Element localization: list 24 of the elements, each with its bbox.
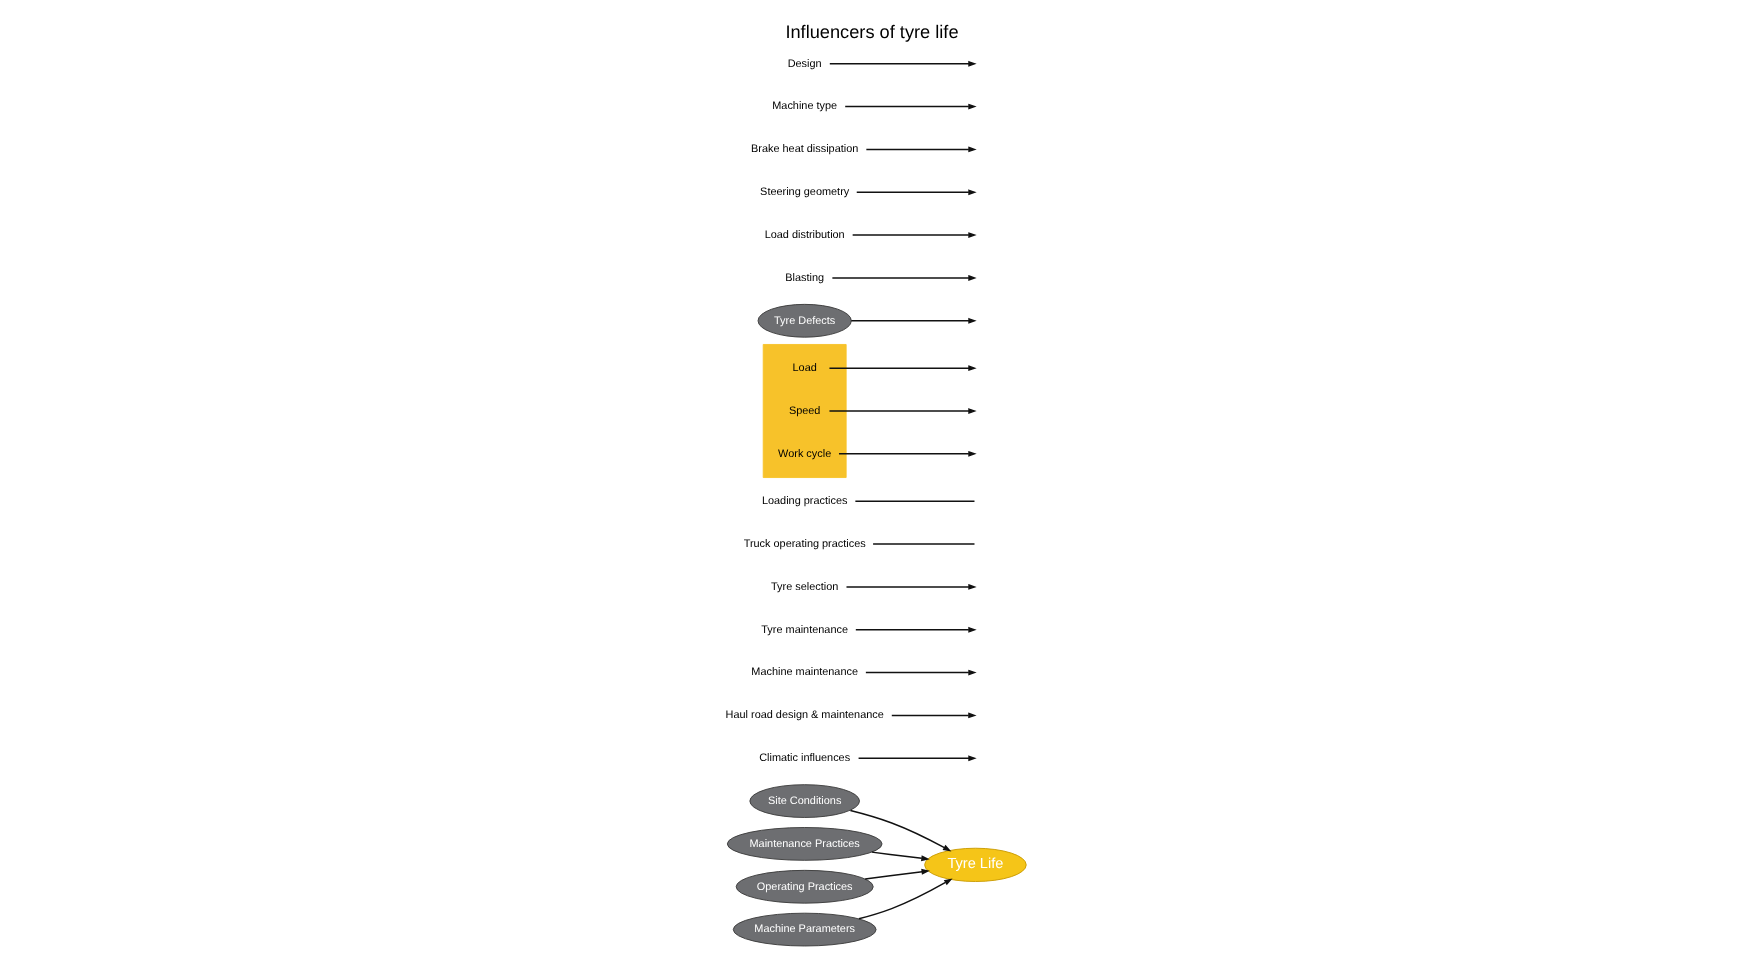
arrow	[865, 669, 977, 676]
arrow	[858, 878, 953, 920]
arrow	[856, 189, 977, 196]
arrow	[851, 232, 977, 239]
arrow	[829, 60, 977, 67]
arrow	[855, 626, 977, 633]
arrow	[871, 851, 930, 862]
arrow	[828, 408, 977, 414]
arrow	[865, 146, 977, 153]
arrow	[857, 755, 977, 762]
arrow	[845, 583, 977, 590]
arrow	[864, 868, 930, 880]
arrow	[891, 712, 977, 719]
arrow	[838, 450, 977, 457]
node-ellipse: Tyre Life	[924, 847, 1027, 882]
cluster	[762, 344, 847, 478]
diagram-title: Influencers of tyre life	[785, 22, 959, 43]
arrow	[849, 809, 952, 852]
arrow	[831, 275, 977, 281]
connector	[854, 500, 976, 502]
arrow	[844, 103, 977, 110]
arrow	[850, 317, 977, 324]
connector	[872, 543, 976, 545]
arrow	[828, 365, 977, 372]
